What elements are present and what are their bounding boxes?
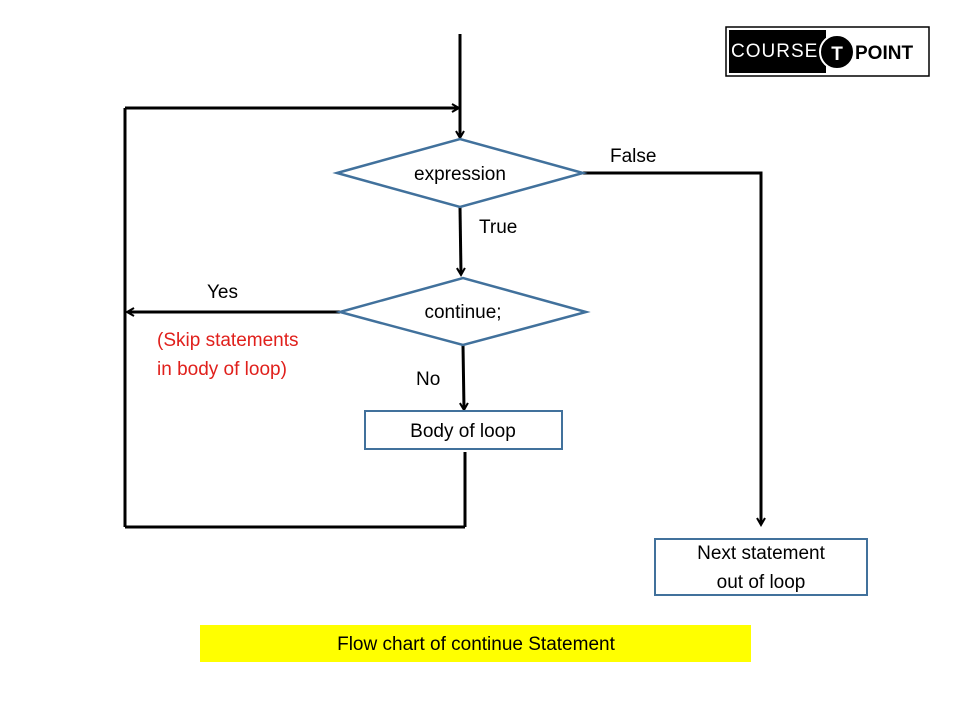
no-arrow (463, 344, 464, 409)
logo-right-text: POINT (855, 43, 913, 64)
caption-text: Flow chart of continue Statement (337, 634, 615, 655)
decision-expression: expression (332, 137, 588, 209)
coursepoint-logo: COURSE T POINT (725, 26, 930, 77)
connectors (123, 34, 761, 529)
skip-note-line1: (Skip statements (157, 330, 299, 351)
body-label: Body of loop (410, 421, 516, 442)
expression-label: expression (414, 164, 506, 185)
process-body-of-loop: Body of loop (364, 410, 563, 450)
caption-banner: Flow chart of continue Statement (200, 625, 751, 662)
next-label-line2: out of loop (717, 572, 806, 593)
next-label-line1: Next statement (697, 543, 825, 564)
process-next-statement: Next statement out of loop (654, 538, 868, 596)
true-arrow (460, 206, 461, 274)
logo-left-text: COURSE (731, 41, 818, 62)
false-label: False (610, 146, 656, 167)
logo-mark-icon (819, 34, 855, 70)
logo-mark-letter: T (831, 44, 843, 65)
skip-note-line2: in body of loop) (157, 359, 287, 380)
decision-continue: continue; (335, 276, 591, 347)
yes-label: Yes (207, 282, 238, 303)
no-label: No (416, 369, 440, 390)
true-label: True (479, 217, 517, 238)
continue-label: continue; (424, 302, 501, 323)
false-path (583, 171, 761, 524)
